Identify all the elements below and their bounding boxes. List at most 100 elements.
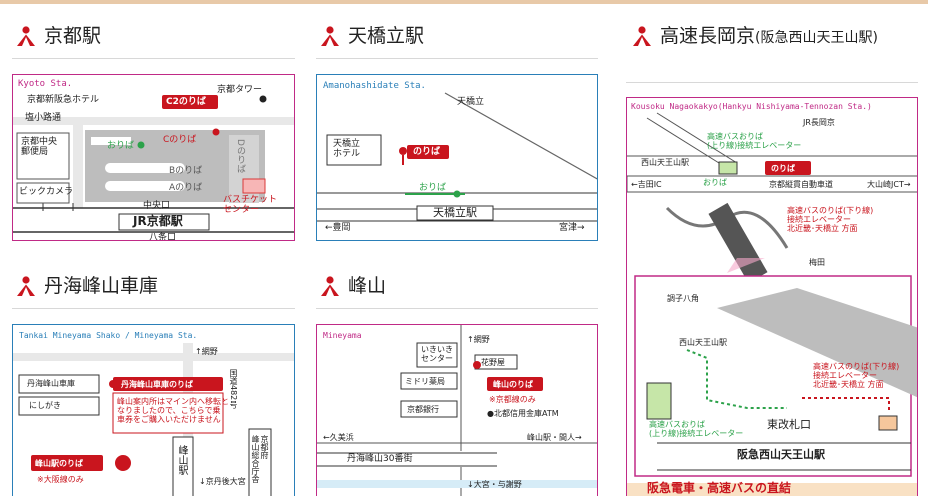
label-bic: ビックカメラ: [19, 187, 74, 197]
label-yoshida: ←吉田IC: [631, 180, 662, 189]
label-oriba: おりば: [419, 183, 447, 193]
map-mineyama: Mineyama ↑網野 いきいき センター 花野屋 ミドリ薬局 峰山のりば ※…: [316, 324, 598, 496]
title-divider: [12, 58, 295, 59]
label-b: Bのりば: [169, 166, 203, 176]
bus-stop-person-icon: [17, 276, 35, 296]
map-tankai-mineyama: Tankai Mineyama Shako / Mineyama Sta. ↑網…: [12, 324, 295, 496]
map-label-en: Kousoku Nagaokakyo(Hankyu Nishiyama-Tenn…: [631, 102, 872, 111]
label-expressway: 京都縦貫自動車道: [769, 180, 833, 189]
label-miyazu: 宮津→: [559, 223, 585, 233]
label-umeda: 梅田: [809, 258, 825, 267]
label-atm: ●北都信用金庫ATM: [487, 409, 559, 418]
label-banner: 阪急電車・高速バスの直結: [647, 481, 792, 495]
map-amanohashidate-labels: Amanohashidate Sta. 天橋立 天橋立 ホテル のりば おりば …: [317, 75, 597, 240]
label-c: Cのりば: [163, 135, 197, 145]
label-midori: ミドリ薬局: [405, 377, 445, 386]
label-a: Aのりば: [169, 183, 203, 193]
station-title: 天橋立駅: [318, 24, 424, 48]
station-title: 高速長岡京(阪急西山天王山駅): [630, 24, 928, 50]
station-card-amanohashidate: 天橋立駅: [318, 24, 424, 48]
station-name: 天橋立駅: [348, 25, 425, 47]
station-name: 丹海峰山車庫: [44, 275, 159, 297]
top-accent-line: [0, 0, 928, 4]
label-station-noriba: 峰山駅のりば: [35, 459, 83, 468]
map-label-en: Amanohashidate Sta.: [323, 81, 426, 91]
label-garage: 丹海峰山車庫: [27, 379, 75, 388]
label-hachijo: 八条口: [149, 233, 177, 241]
label-omiya: ↓大宮・与謝野: [467, 480, 522, 489]
label-d: Dのりば: [235, 139, 245, 173]
label-chuo: 中央口: [143, 201, 171, 211]
bus-stop-person-icon: [321, 276, 339, 296]
label-nishigaki: にしがき: [29, 401, 61, 410]
station-name-wrap: 高速長岡京(阪急西山天王山駅): [660, 24, 928, 50]
station-card-nagaokakyo: 高速長岡京(阪急西山天王山駅): [630, 24, 928, 50]
label-noriba: 峰山のりば: [493, 380, 533, 389]
label-ev-up2: 高速バスおりば (上り線)接続エレベーター: [649, 420, 744, 438]
station-title: 京都駅: [14, 24, 101, 48]
station-name: 高速長岡京: [660, 25, 756, 47]
label-kumihama: ←久美浜: [323, 433, 354, 442]
title-divider: [626, 82, 918, 83]
map-mineyama-labels: Mineyama ↑網野 いきいき センター 花野屋 ミドリ薬局 峰山のりば ※…: [317, 325, 597, 496]
station-title: 丹海峰山車庫: [14, 274, 158, 298]
map-nagaokakyo-labels: Kousoku Nagaokakyo(Hankyu Nishiyama-Tenn…: [627, 98, 917, 496]
label-hotel: 京都新阪急ホテル: [27, 95, 100, 105]
label-oriba: おりば: [703, 178, 727, 187]
label-route: 国道482号: [229, 369, 238, 409]
map-tankai-labels: Tankai Mineyama Shako / Mineyama Sta. ↑網…: [13, 325, 294, 496]
bus-stop-person-icon: [633, 26, 651, 46]
label-post: 京都中央 郵便局: [21, 137, 58, 157]
label-amino: ↑網野: [195, 347, 218, 356]
map-label-en: Mineyama: [323, 331, 362, 340]
label-nishiyama2: 西山天王山駅: [679, 338, 727, 347]
label-choshi: 調子八角: [667, 294, 699, 303]
map-amanohashidate-drawing: [317, 92, 597, 222]
map-amanohashidate: Amanohashidate Sta. 天橋立 天橋立 ホテル のりば おりば …: [316, 74, 598, 241]
station-card-kyoto: 京都駅: [14, 24, 101, 48]
label-ticket: バスチケット センター: [223, 195, 278, 215]
label-jr: JR長岡京: [803, 118, 835, 127]
label-noriba: のりば: [771, 164, 795, 173]
map-label-en: Tankai Mineyama Shako / Mineyama Sta.: [19, 331, 198, 340]
label-jr: JR京都駅: [133, 214, 183, 228]
title-divider: [12, 308, 295, 309]
label-oriba: おりば: [107, 141, 135, 151]
label-shiokoji: 塩小路通: [25, 113, 62, 123]
map-nagaokakyo: Kousoku Nagaokakyo(Hankyu Nishiyama-Tenn…: [626, 97, 918, 496]
label-garage-note: 峰山案内所はマイン内へ移転と なりましたので、こちらで乗 車券をご購入いただけま…: [117, 397, 229, 424]
label-kyoto-only: ※京都線のみ: [489, 395, 536, 404]
label-c2: C2のりば: [166, 97, 206, 107]
label-ev-up: 高速バスおりば (上り線)接続エレベーター: [707, 132, 802, 150]
map-tankai-drawing: [13, 343, 294, 496]
station-card-tankai-mineyama: 丹海峰山車庫: [14, 274, 158, 298]
label-station: 天橋立駅: [433, 206, 477, 219]
label-hankyu: 阪急西山天王山駅: [737, 448, 825, 461]
label-mineyama-sta: 峰山駅・間人→: [527, 433, 582, 442]
map-kyoto-labels: Kyoto Sta. 京都新阪急ホテル 京都タワー 塩小路通 京都中央 郵便局 …: [13, 75, 294, 241]
station-title: 峰山: [318, 274, 386, 298]
bus-stop-person-icon: [17, 26, 35, 46]
label-bank: 京都銀行: [407, 405, 439, 414]
label-station-area: 天橋立: [457, 97, 485, 107]
label-hanamiya: 花野屋: [481, 358, 505, 367]
map-kyoto: Kyoto Sta. 京都新阪急ホテル 京都タワー 塩小路通 京都中央 郵便局 …: [12, 74, 295, 241]
label-garage-noriba: 丹海峰山車庫のりば: [121, 380, 193, 389]
station-name: 峰山: [348, 275, 387, 297]
map-mineyama-drawing: [317, 325, 597, 496]
label-osaka-only: ※大阪線のみ: [37, 475, 84, 484]
label-omiya: ↓京丹後大宮: [199, 477, 246, 486]
label-higashi: 東改札口: [767, 418, 811, 431]
title-divider: [316, 58, 598, 59]
label-mineyama-sta: 峰山駅: [176, 445, 187, 475]
label-noriba: のりば: [413, 147, 441, 157]
label-ev-down2: 高速バスのりば(下り線) 接続エレベーター 北近畿･天橋立 方面: [813, 362, 900, 389]
map-nagaokakyo-drawing: [627, 112, 917, 496]
label-hotel: 天橋立 ホテル: [333, 139, 361, 159]
label-center: いきいき センター: [421, 345, 453, 363]
map-kyoto-drawing: [13, 75, 294, 240]
station-name: 京都駅: [44, 25, 102, 47]
label-toyooka: ←豊岡: [325, 223, 351, 233]
label-street: 丹海峰山30番街: [347, 454, 413, 464]
label-ev-down: 高速バスのりば(下り線) 接続エレベーター 北近畿･天橋立 方面: [787, 206, 874, 233]
